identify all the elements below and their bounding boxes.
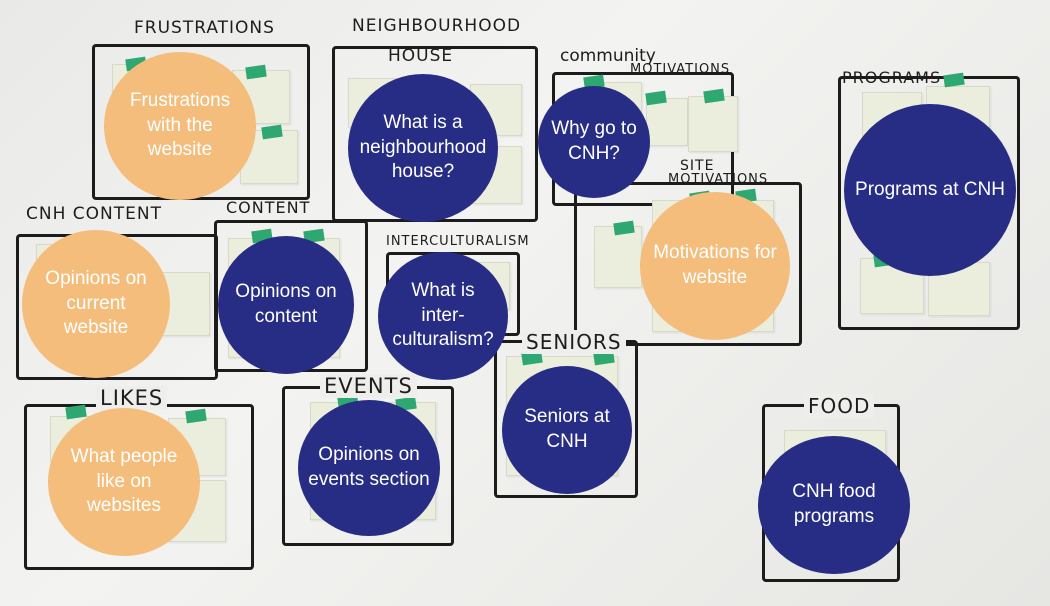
circle-current-website: Opinions on current website <box>22 230 170 378</box>
circle-food: CNH food programs <box>758 436 910 574</box>
circle-motivations-text: Motivations for website <box>653 242 777 288</box>
label-community: community <box>560 46 656 66</box>
circle-why-cnh-text: Why go to CNH? <box>551 118 637 164</box>
label-programs: PROGRAMS <box>842 68 942 87</box>
circle-likes: What people like on websites <box>48 408 200 556</box>
site-motivations-box <box>574 182 802 346</box>
sticky-note <box>646 98 688 146</box>
circle-seniors-text: Seniors at CNH <box>524 406 610 452</box>
label-site: SITE <box>680 158 715 174</box>
programs-box <box>838 76 1020 330</box>
circle-neighbourhood-house-text: What is a neighbourhood house? <box>359 111 487 183</box>
circle-interculturalism: What is inter- culturalism? <box>378 252 508 380</box>
label-interculturalism: INTERCULTURALISM <box>386 234 530 249</box>
circle-interculturalism-text: What is inter- culturalism? <box>392 279 494 351</box>
label-motivations: MOTIVATIONS <box>630 62 731 77</box>
sticky-note <box>688 96 738 152</box>
circle-programs: Programs at CNH <box>844 104 1016 276</box>
label-content: CONTENT <box>226 198 311 217</box>
sticky-note <box>594 226 642 288</box>
circle-events-text: Opinions on events section <box>308 444 430 490</box>
circle-likes-text: What people like on websites <box>70 445 178 517</box>
circle-motivations: Motivations for website <box>640 192 790 340</box>
circle-events: Opinions on events section <box>298 400 440 536</box>
circle-why-cnh: Why go to CNH? <box>538 86 650 198</box>
label-cnh-content: CNH CONTENT <box>26 204 162 224</box>
frustrations-box <box>92 44 310 200</box>
circle-frustrations-text: Frustrations with the website <box>129 89 231 161</box>
label-food: FOOD <box>804 394 875 418</box>
label-neighbourhood: NEIGHBOURHOOD <box>352 16 522 36</box>
label-frustrations: FRUSTRATIONS <box>134 18 275 38</box>
circle-content-text: Opinions on content <box>235 281 337 327</box>
label-events: EVENTS <box>320 374 417 398</box>
label-site-motivations: MOTIVATIONS <box>668 172 769 187</box>
label-house: HOUSE <box>388 46 454 66</box>
circle-content: Opinions on content <box>218 236 354 374</box>
circle-frustrations: Frustrations with the website <box>104 52 256 200</box>
circle-seniors: Seniors at CNH <box>502 366 632 494</box>
circle-neighbourhood-house: What is a neighbourhood house? <box>348 74 498 222</box>
label-likes: LIKES <box>96 386 168 410</box>
label-seniors: SENIORS <box>522 330 626 354</box>
circle-programs-text: Programs at CNH <box>855 178 1005 200</box>
circle-current-website-text: Opinions on current website <box>45 267 147 339</box>
circle-food-text: CNH food programs <box>792 481 876 527</box>
